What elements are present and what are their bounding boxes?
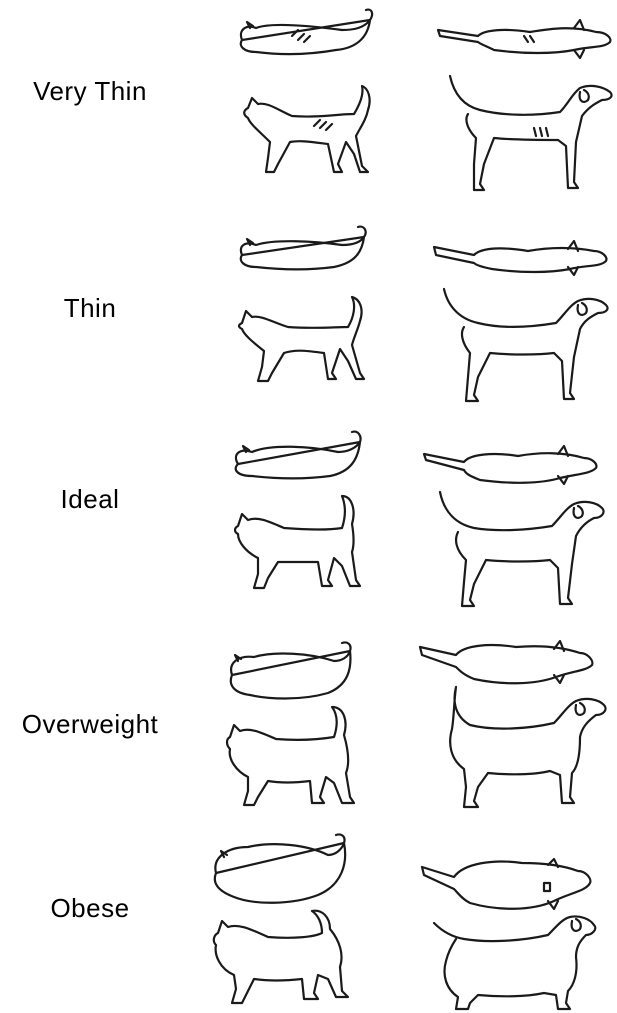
cat-top-view-ideal bbox=[230, 428, 370, 488]
dog-top-view-ideal bbox=[420, 440, 600, 496]
dog-top-view-thin bbox=[430, 233, 610, 283]
dog-side-view-ideal bbox=[436, 490, 606, 615]
row-obese: Obese bbox=[0, 825, 617, 1011]
dog-side-view-obese bbox=[430, 913, 600, 1013]
dog-side-view-very-thin bbox=[444, 74, 614, 194]
cat-top-view-very-thin bbox=[232, 6, 382, 66]
dog-top-view-very-thin bbox=[434, 10, 614, 70]
row-overweight: Overweight bbox=[0, 625, 617, 815]
category-label: Very Thin bbox=[0, 76, 180, 107]
cat-top-view-thin bbox=[234, 223, 374, 279]
cat-top-view-overweight bbox=[224, 639, 364, 709]
dog-side-view-overweight bbox=[438, 687, 608, 817]
dog-top-view-obese bbox=[418, 853, 598, 921]
cat-side-view-thin bbox=[234, 287, 374, 387]
cat-side-view-very-thin bbox=[238, 80, 383, 180]
dog-side-view-thin bbox=[440, 287, 610, 407]
row-thin: Thin bbox=[0, 215, 617, 405]
category-label: Obese bbox=[0, 893, 180, 924]
row-ideal: Ideal bbox=[0, 420, 617, 610]
cat-side-view-overweight bbox=[222, 705, 362, 815]
row-very-thin: Very Thin bbox=[0, 0, 617, 200]
category-label: Overweight bbox=[0, 709, 180, 740]
category-label: Thin bbox=[0, 293, 180, 324]
cat-side-view-ideal bbox=[230, 492, 370, 597]
cat-top-view-obese bbox=[208, 833, 358, 913]
cat-side-view-obese bbox=[210, 909, 356, 1011]
category-label: Ideal bbox=[0, 484, 180, 515]
